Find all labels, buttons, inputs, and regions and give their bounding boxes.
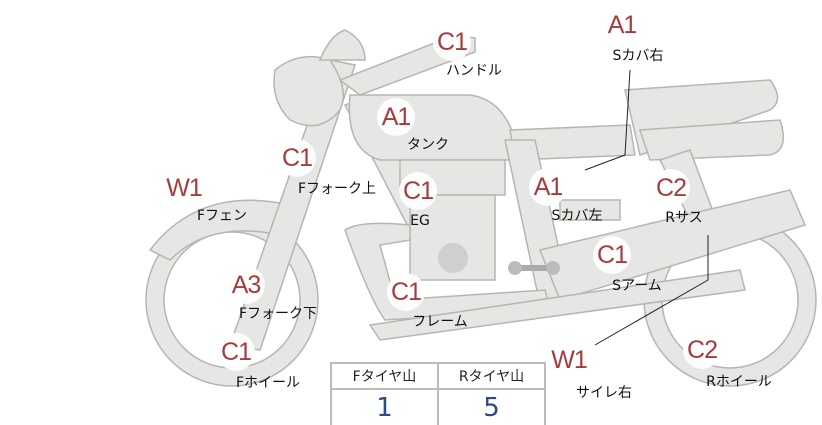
grade-badge: C1 [433, 23, 471, 61]
grade-badge: C2 [683, 331, 721, 369]
part-label: フレーム [412, 314, 468, 330]
part-label: サイレ右 [576, 385, 632, 401]
part-label: Sアーム [612, 278, 662, 294]
part-label: ハンドル [446, 63, 502, 79]
grade-badge: C1 [217, 333, 255, 371]
part-label: Fフォーク下 [238, 306, 318, 322]
part-label: Sカバ左 [551, 208, 603, 224]
part-label: Sカバ右 [612, 48, 664, 64]
grade-badge: C1 [387, 273, 425, 311]
grade-badge: A1 [529, 168, 567, 206]
grade-badge: C1 [278, 139, 316, 177]
grade-badge: C2 [652, 169, 690, 207]
grade-badge: A3 [227, 266, 265, 304]
grade-badge: C1 [593, 236, 631, 274]
part-label: EG [410, 213, 430, 229]
part-label: Rホイール [706, 374, 772, 390]
part-label: タンク [407, 137, 449, 153]
rear-tire-header: Rタイヤ山 [437, 362, 546, 390]
rear-tire-value: 5 [437, 388, 546, 425]
grade-badge: A1 [377, 98, 415, 136]
grade-badge: W1 [165, 169, 203, 207]
grade-badge: A1 [603, 6, 641, 44]
part-label: Fフォーク上 [297, 181, 377, 197]
part-label: Fフェン [196, 208, 248, 224]
front-tire-header: Fタイヤ山 [330, 362, 439, 390]
grade-badge: W1 [550, 341, 588, 379]
grade-badge: C1 [399, 172, 437, 210]
part-label: Fホイール [235, 375, 301, 391]
part-label: Rサス [665, 210, 703, 226]
front-tire-value: 1 [330, 388, 439, 425]
